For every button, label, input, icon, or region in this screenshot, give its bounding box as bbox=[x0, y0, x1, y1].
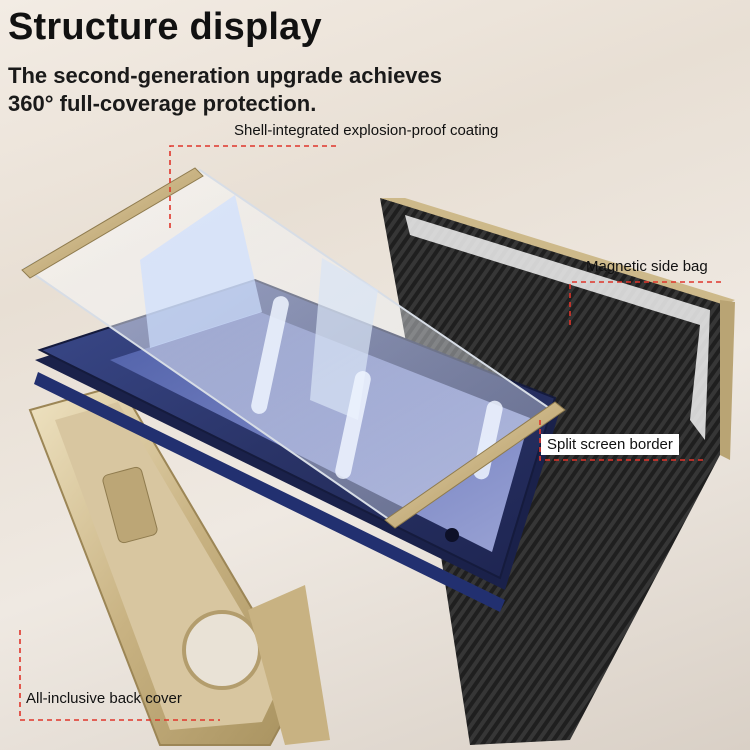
callout-back-cover-label: All-inclusive back cover bbox=[26, 690, 182, 707]
callout-lines bbox=[19, 145, 725, 721]
callout-line-coating bbox=[169, 145, 340, 228]
protective-glass bbox=[23, 168, 554, 522]
magnetic-side-bag bbox=[380, 198, 735, 745]
back-cover-shell bbox=[28, 383, 330, 746]
split-screen-border bbox=[21, 167, 566, 529]
callout-split-border-label: Split screen border bbox=[541, 434, 679, 455]
callout-line-back-cover bbox=[19, 630, 220, 721]
subtitle-line-1: The second-generation upgrade achieves bbox=[8, 63, 443, 88]
subtitle-line-2: 360° full-coverage protection. bbox=[8, 91, 317, 116]
callout-coating-label: Shell-integrated explosion-proof coating bbox=[234, 122, 499, 139]
callout-line-split-border bbox=[539, 420, 705, 461]
callout-side-bag-label: Magnetic side bag bbox=[586, 258, 708, 275]
page-subtitle: The second-generation upgrade achieves 3… bbox=[8, 62, 528, 118]
callout-line-side-bag bbox=[569, 281, 725, 325]
page-title: Structure display bbox=[8, 6, 322, 48]
